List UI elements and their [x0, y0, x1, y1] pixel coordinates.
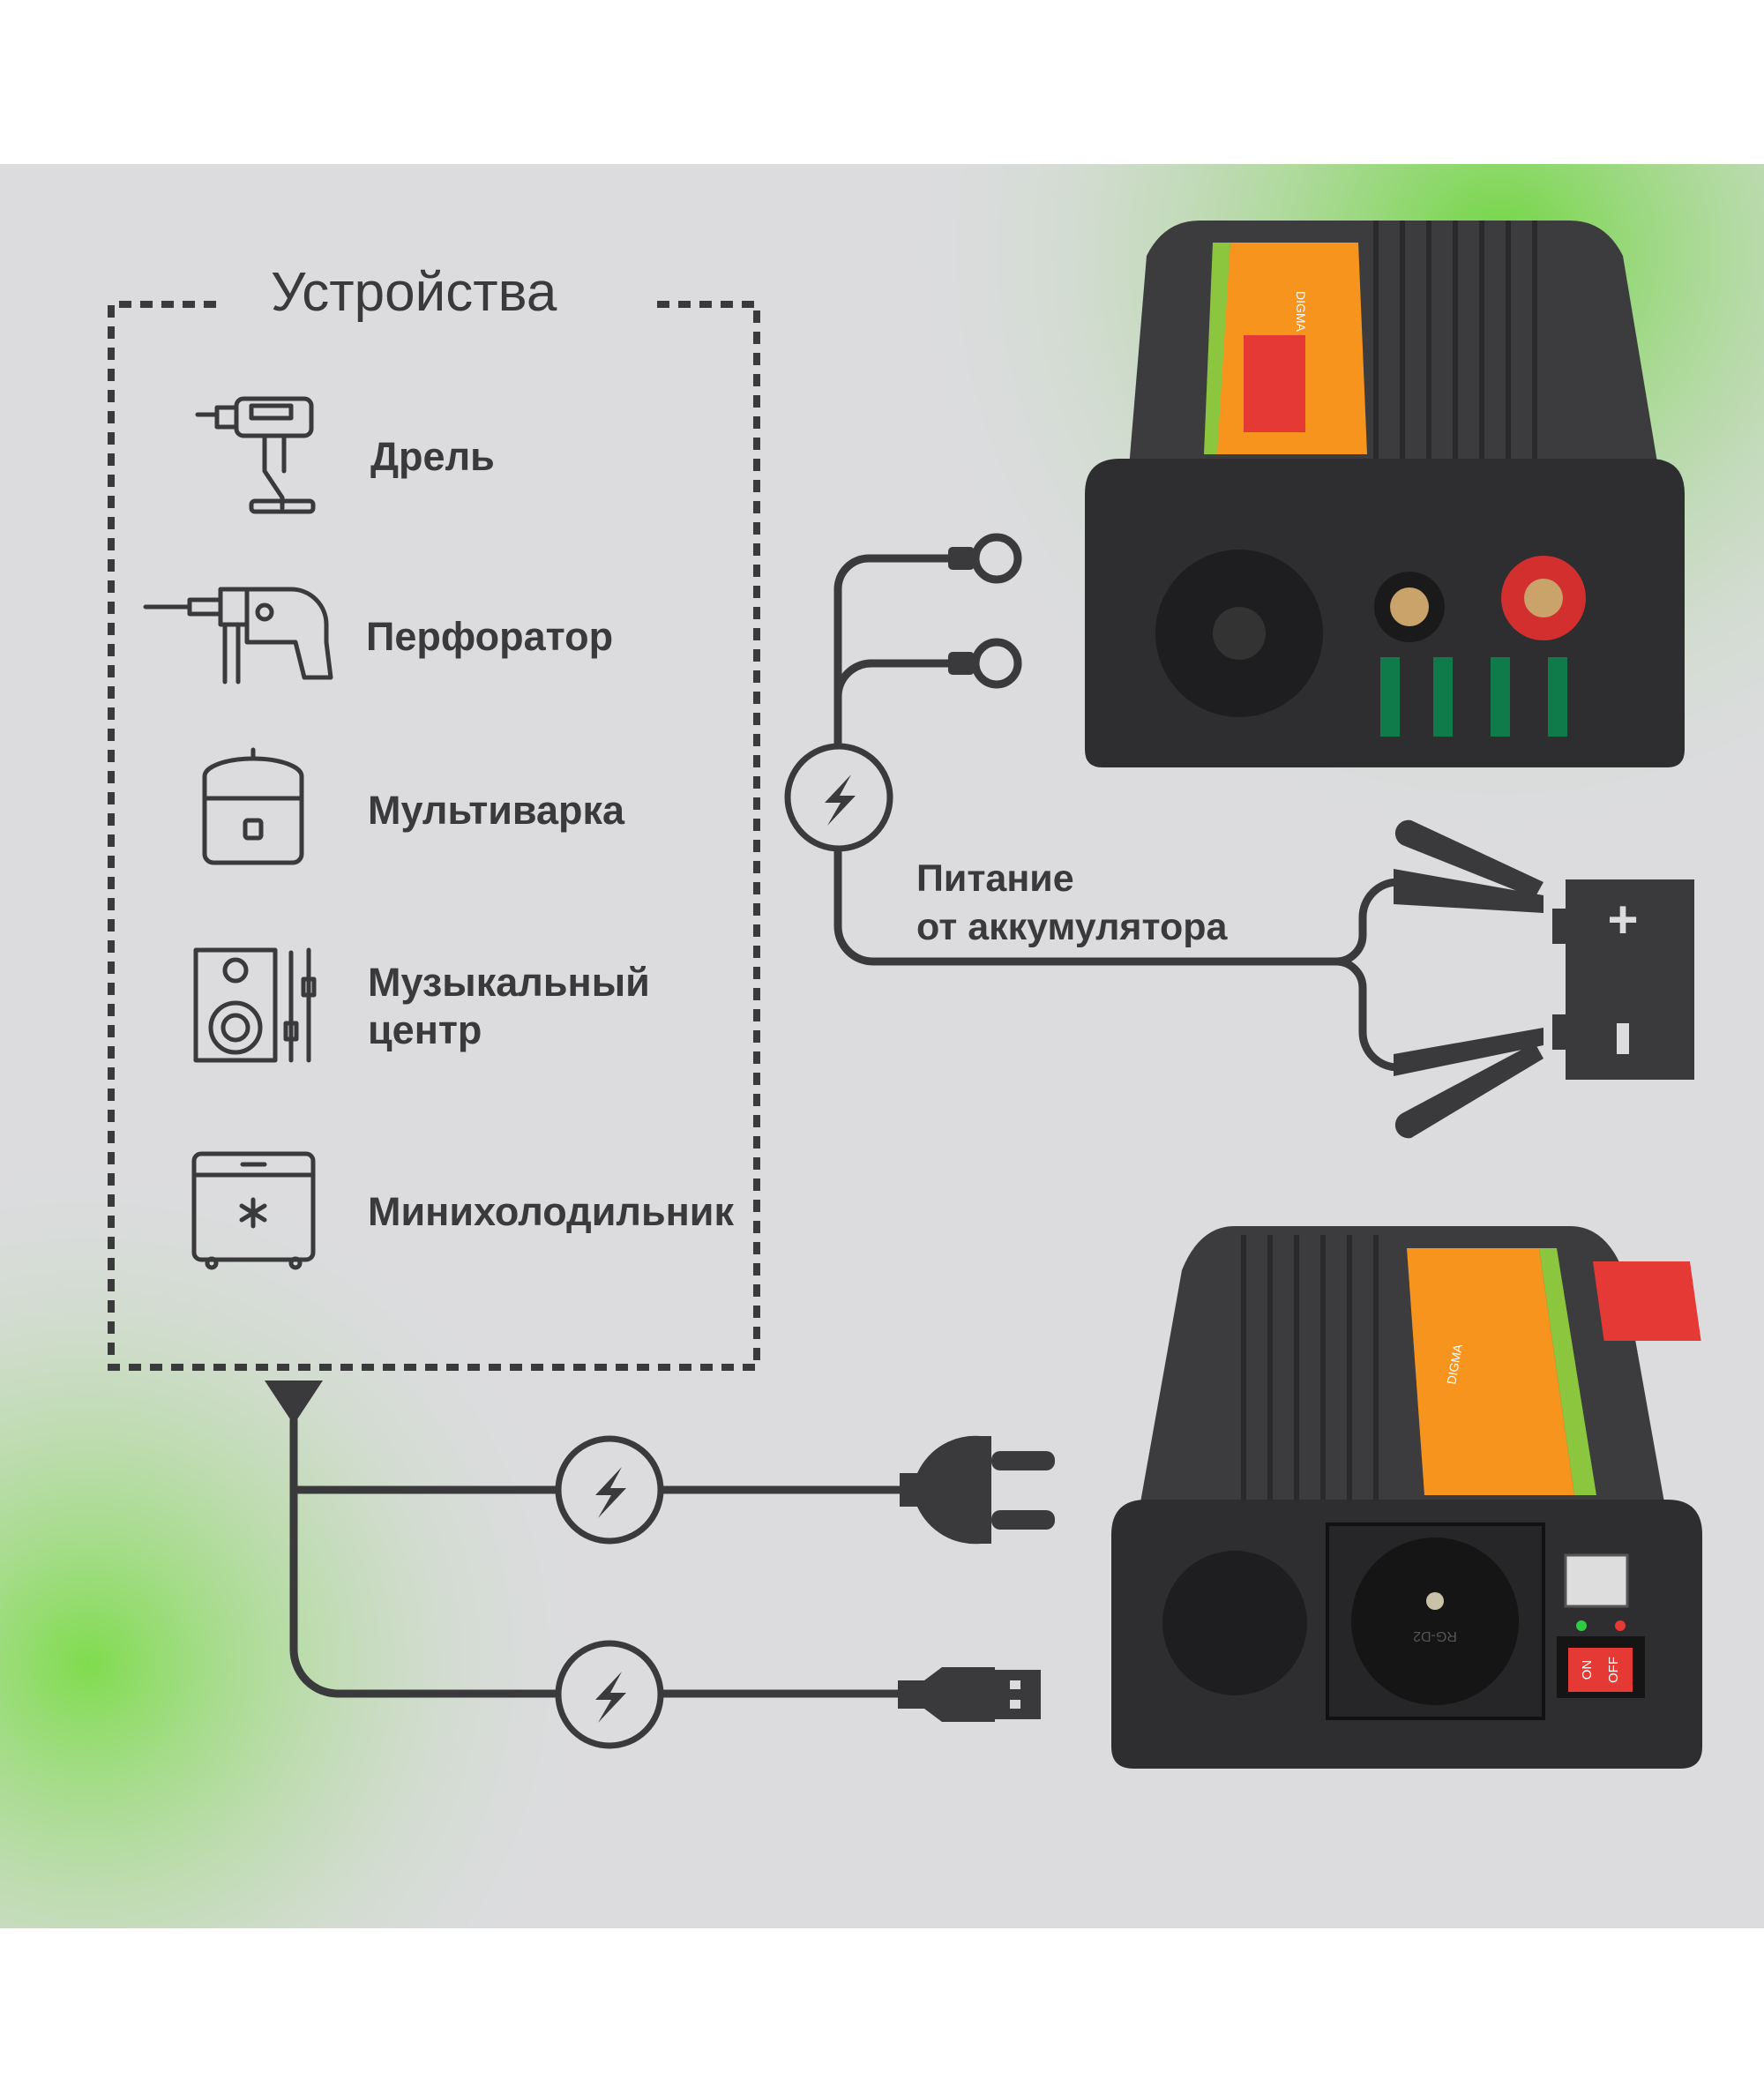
- ring-terminal-icon: [948, 533, 1022, 689]
- device-label-music-center-2: центр: [368, 1007, 482, 1052]
- socket-mark: RG-D2: [1413, 1628, 1457, 1643]
- device-label-drill: Дрель: [370, 434, 495, 479]
- mini-fridge-icon: [191, 1151, 316, 1270]
- euro-plug-icon: [900, 1435, 1055, 1545]
- battery-plus: +: [1607, 890, 1638, 949]
- arrow-down-icon: [265, 1380, 323, 1425]
- inverter-front-photo: DIGMA RG-D2 ON OFF: [1111, 1226, 1702, 1769]
- device-label-mini-fridge: Минихолодильник: [368, 1189, 734, 1234]
- device-label-music-center-1: Музыкальный: [368, 960, 650, 1005]
- battery-caption-2: от аккумулятора: [916, 906, 1229, 948]
- battery-minus-mark: [1617, 1023, 1629, 1054]
- brand-label-bottom: DIGMA: [1444, 1343, 1465, 1386]
- usb-plug-icon: [898, 1667, 1041, 1722]
- device-label-rotary-hammer: Перфоратор: [366, 614, 613, 659]
- drill-icon: [195, 396, 316, 514]
- lightning-icon: [825, 774, 856, 826]
- battery-icon: +: [1552, 879, 1694, 1080]
- usb-ports: [1564, 1553, 1629, 1608]
- crocodile-clamp-icon: [1394, 819, 1544, 1139]
- inverter-rear-photo: DIGMA: [1085, 221, 1685, 767]
- power-switch: [1568, 1648, 1633, 1692]
- rotary-hammer-icon: [143, 587, 333, 685]
- clamp-cable: [1332, 878, 1402, 1072]
- switch-on-label: ON: [1580, 1660, 1595, 1680]
- music-center-icon: [193, 947, 317, 1063]
- battery-caption-1: Питание: [916, 857, 1074, 900]
- power-circle-icon: [555, 1435, 664, 1749]
- brand-label-top: DIGMA: [1294, 291, 1308, 333]
- multicooker-icon: [202, 747, 304, 865]
- ring-terminal-cable-2: [833, 659, 957, 701]
- device-label-multicooker: Мультиварка: [368, 788, 625, 833]
- devices-title: Устройства: [271, 262, 557, 323]
- devices-frame: [108, 301, 760, 1371]
- switch-off-label: OFF: [1606, 1657, 1621, 1683]
